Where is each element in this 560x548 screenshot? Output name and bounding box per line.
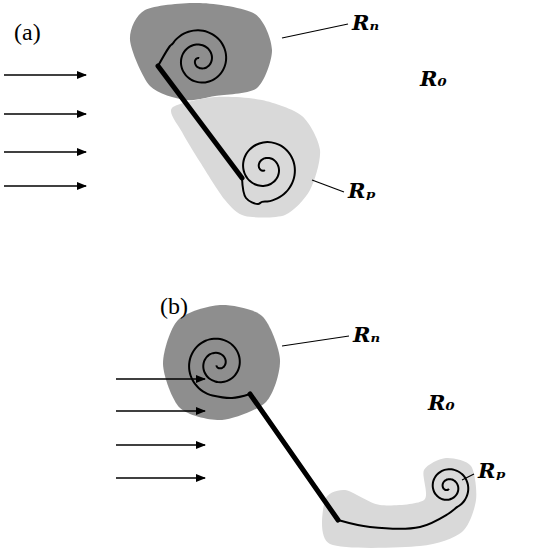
flat-plate — [250, 394, 338, 520]
region-label: Rₙ — [353, 322, 380, 347]
flow-arrow — [116, 378, 205, 380]
leader-line — [462, 474, 474, 480]
region-label: R₀ — [420, 66, 447, 91]
flow-arrow — [4, 113, 86, 115]
region-label: R₀ — [428, 390, 455, 415]
region-label: Rₚ — [348, 178, 376, 203]
vortex-region — [130, 3, 272, 100]
vortex-sheet — [338, 469, 468, 529]
vortex-sheet — [189, 339, 250, 398]
flow-arrow — [4, 185, 86, 187]
panel-label: (b) — [160, 292, 188, 321]
leader-line — [282, 336, 349, 346]
region-label: Rₙ — [352, 10, 379, 35]
flow-arrow — [4, 151, 86, 153]
flow-arrow — [4, 74, 86, 76]
panel-label: (a) — [14, 18, 41, 47]
vortex-sheet — [158, 30, 226, 82]
leader-line — [312, 180, 344, 192]
region-label: Rₚ — [478, 458, 506, 483]
flow-arrow — [116, 444, 205, 446]
vortex-region — [163, 305, 280, 420]
vortex-sheet — [242, 142, 295, 204]
flat-plate — [158, 66, 242, 178]
flow-arrow — [116, 477, 205, 479]
leader-line — [282, 24, 348, 38]
vortex-region — [322, 458, 476, 548]
flow-arrow — [116, 410, 205, 412]
